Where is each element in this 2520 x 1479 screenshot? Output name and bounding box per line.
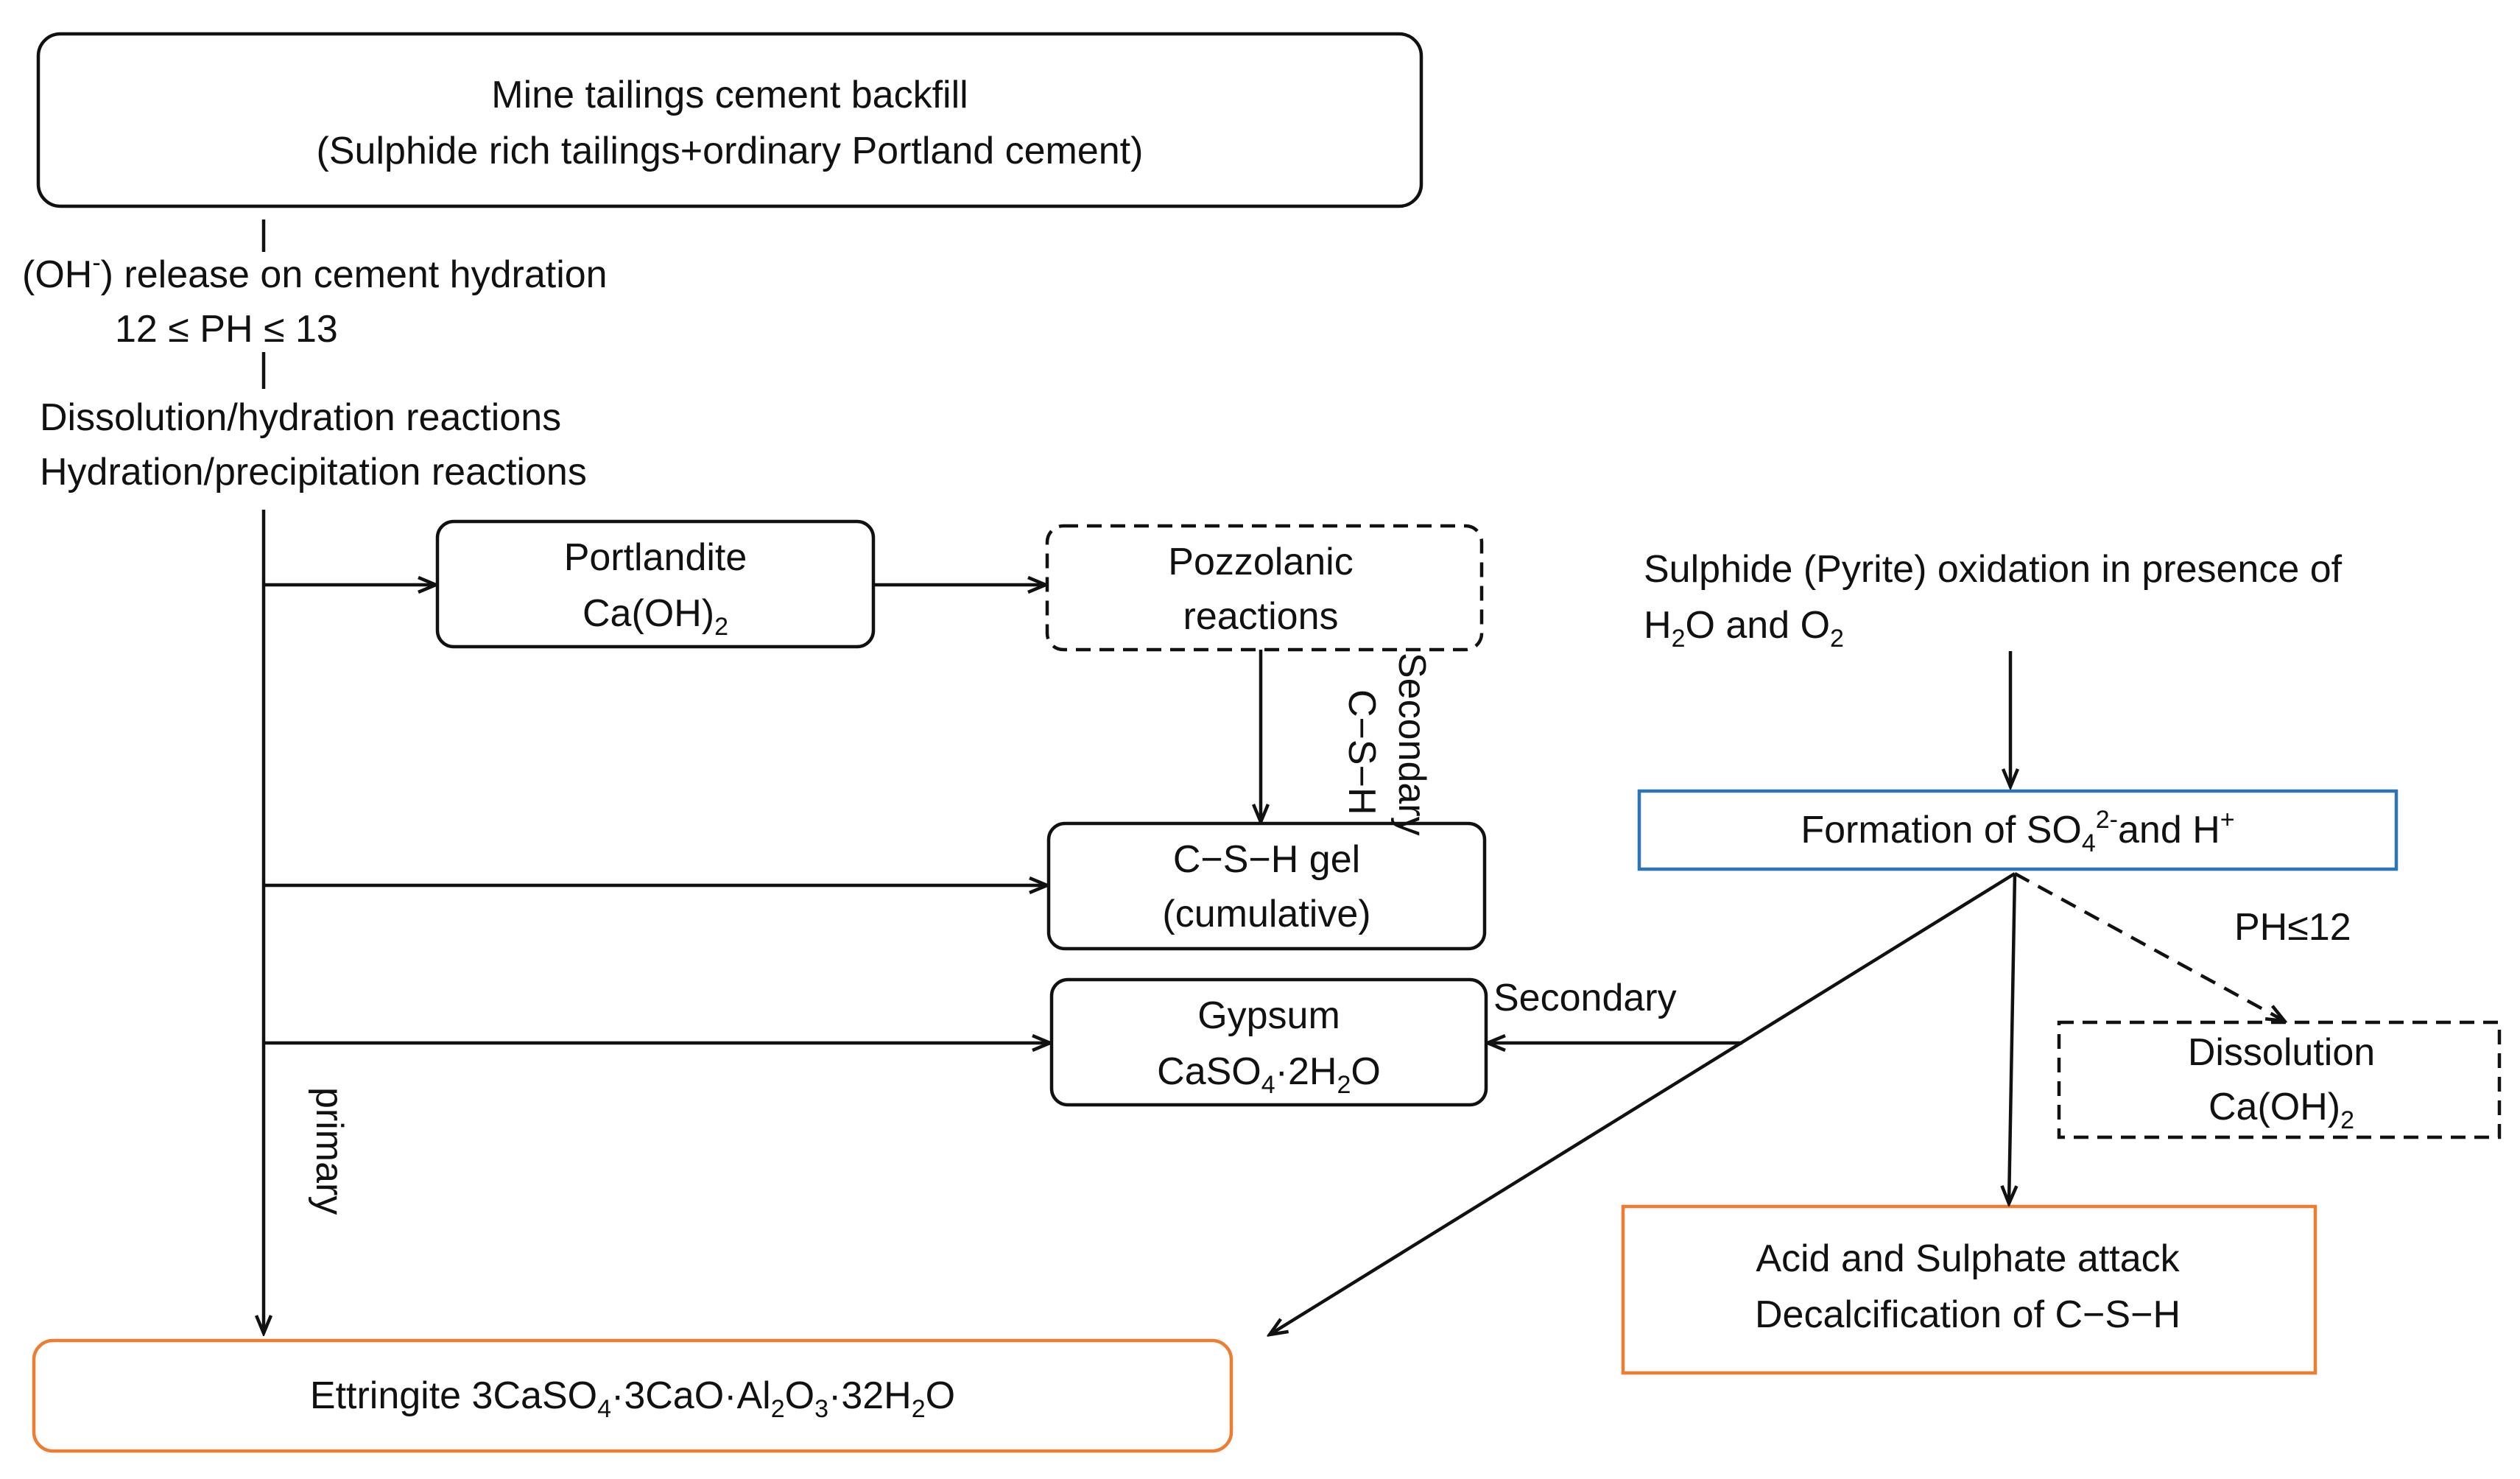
arrow-so4-to-acid-attack: [2009, 873, 2015, 1204]
so4-formation-text: Formation of SO42-and H+: [1801, 806, 2234, 857]
dissolution-title: Dissolution: [2188, 1031, 2375, 1074]
oh-release-label: (OH-) release on cement hydration: [22, 249, 608, 296]
csh-gel-title: C−S−H gel: [1173, 838, 1360, 881]
gypsum-formula: CaSO4·2H2O: [1157, 1050, 1381, 1099]
ettringite-box: [32, 1338, 1233, 1453]
backfill-subtitle: (Sulphide rich tailings+ordinary Portlan…: [317, 130, 1144, 172]
acid-attack-box: [1621, 1204, 2317, 1375]
pozzolanic-title: Pozzolanic: [1168, 541, 1353, 583]
reactions-label-1: Dissolution/hydration reactions: [40, 396, 561, 439]
portlandite-formula: Ca(OH)2: [583, 592, 728, 641]
backfill-box: [36, 32, 1423, 208]
portlandite-title: Portlandite: [564, 536, 747, 579]
ph-le-12-label: PH≤12: [2234, 906, 2351, 949]
pozzolanic-subtitle: reactions: [1183, 595, 1339, 638]
gypsum-title: Gypsum: [1197, 994, 1340, 1037]
acid-attack-title: Acid and Sulphate attack: [1756, 1237, 2180, 1280]
secondary-vertical-label: Secondary: [1390, 653, 1433, 836]
primary-label: primary: [308, 1087, 351, 1215]
ettringite-formula: Ettringite 3CaSO4·3CaO·Al2O3·32H2O: [310, 1374, 955, 1423]
ph-range-label: 12 ≤ PH ≤ 13: [115, 308, 338, 351]
arrow-so4-to-ettringite: [1270, 872, 2016, 1335]
sulphide-oxidation-line2: H2O and O2: [1644, 604, 1844, 653]
acid-attack-subtitle: Decalcification of C−S−H: [1755, 1293, 2181, 1336]
secondary-gypsum-label: Secondary: [1493, 977, 1677, 1019]
dissolution-formula: Ca(OH)2: [2208, 1086, 2354, 1134]
reactions-label-2: Hydration/precipitation reactions: [40, 451, 587, 493]
csh-vertical-label: C−S−H: [1340, 689, 1383, 815]
csh-gel-subtitle: (cumulative): [1162, 893, 1370, 935]
sulphide-oxidation-line1: Sulphide (Pyrite) oxidation in presence …: [1644, 548, 2343, 591]
so4-formation-box: [1637, 789, 2398, 871]
backfill-title: Mine tailings cement backfill: [491, 74, 968, 116]
